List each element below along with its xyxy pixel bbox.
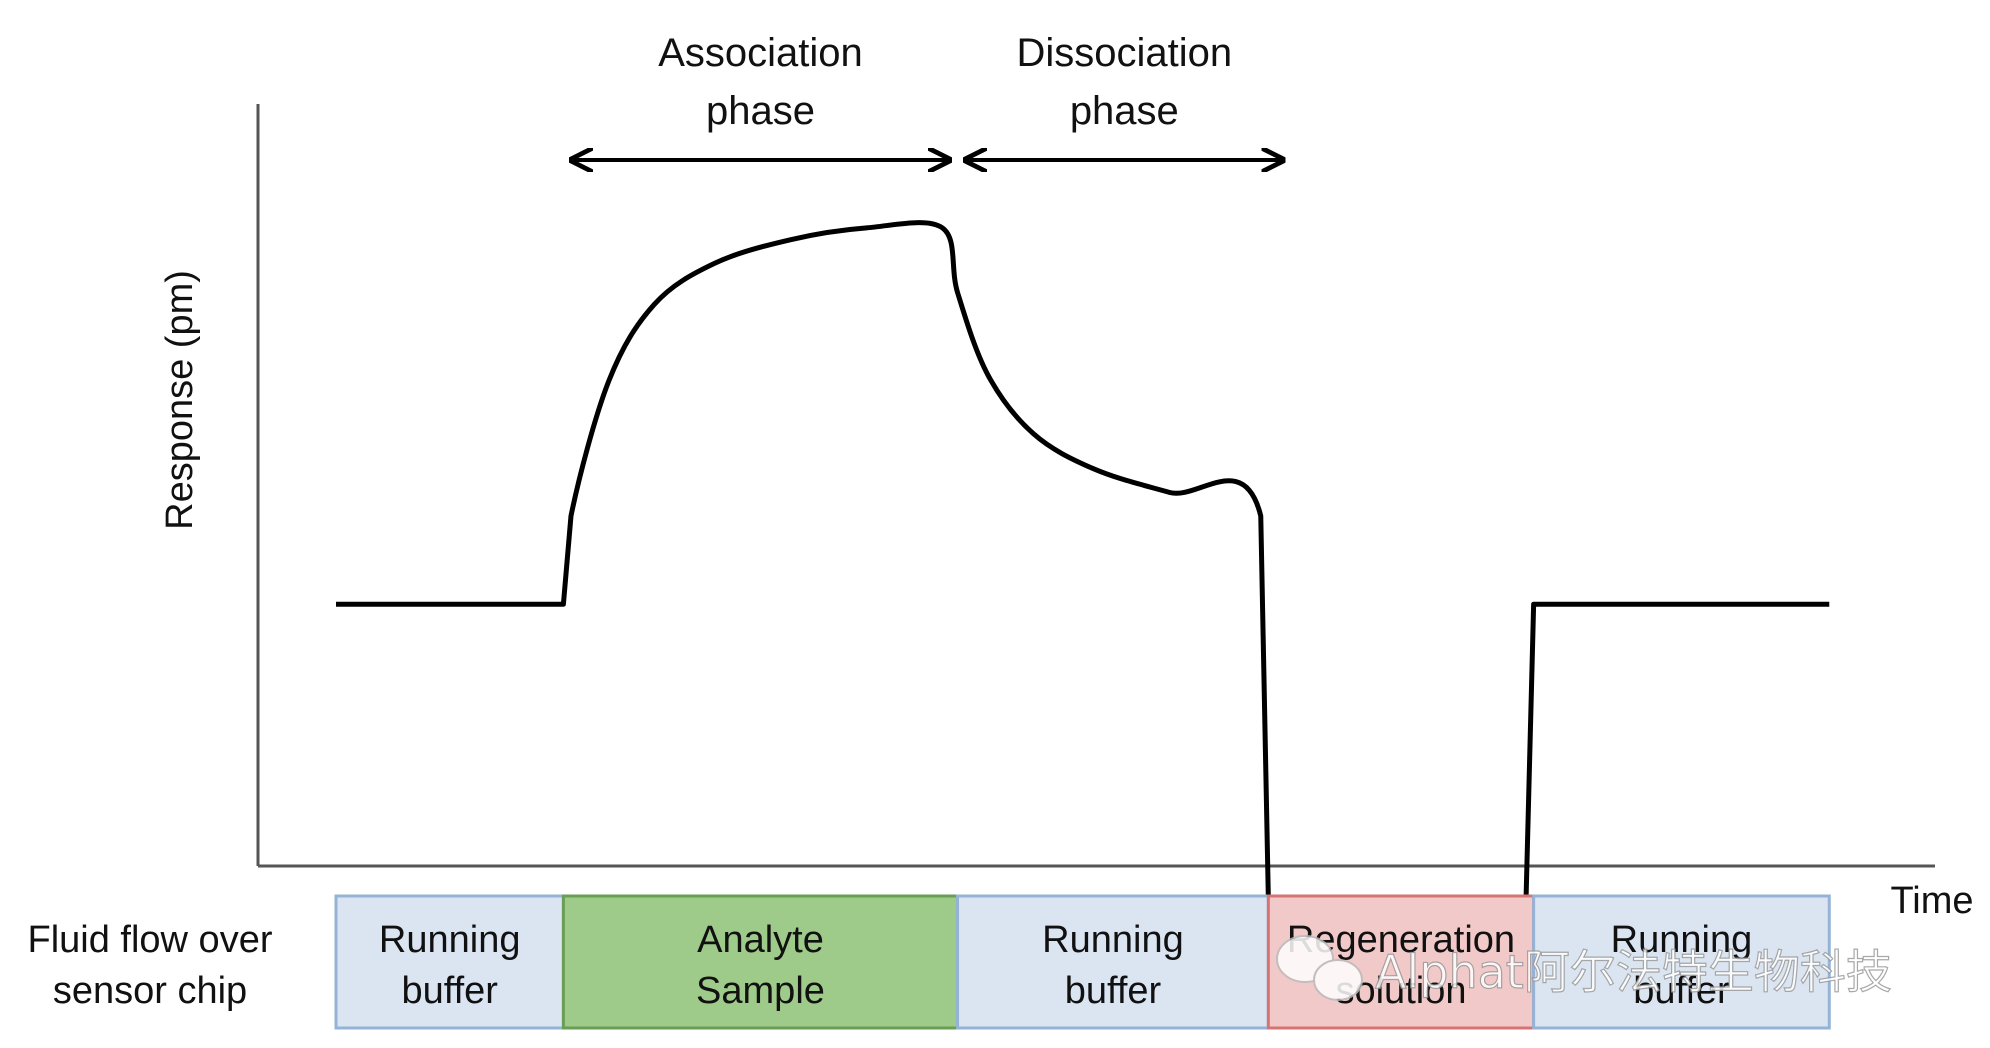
flow-segment-label-line2: buffer bbox=[1633, 970, 1730, 1012]
flow-segment-label-line1: Running bbox=[379, 919, 521, 961]
flow-segment-label-line1: Running bbox=[1611, 919, 1753, 961]
phase-label-line1: Dissociation bbox=[1016, 31, 1232, 75]
y-axis-label: Response (pm) bbox=[159, 270, 201, 530]
flow-segment-label-line2: buffer bbox=[1065, 970, 1162, 1012]
phase-label-line2: phase bbox=[1070, 89, 1179, 133]
flow-segment-label-line1: Analyte bbox=[697, 919, 824, 961]
flow-segment-label-line2: Sample bbox=[696, 970, 825, 1012]
wechat-logo-icon bbox=[1276, 935, 1363, 1001]
flow-label-line1: Fluid flow over bbox=[28, 919, 273, 961]
watermark: Alphat阿尔法特生物科技 bbox=[1276, 935, 1892, 1001]
flow-segment-label-line1: Running bbox=[1042, 919, 1184, 961]
flow-segment bbox=[561, 894, 960, 1030]
response-curve bbox=[336, 220, 1830, 901]
x-axis-label: Time bbox=[1890, 880, 1973, 922]
flow-segment bbox=[1532, 894, 1831, 1030]
flow-segment-label-line2: buffer bbox=[401, 970, 498, 1012]
watermark-text: Alphat阿尔法特生物科技 bbox=[1375, 945, 1892, 999]
phase-label-line2: phase bbox=[706, 89, 815, 133]
phase-annotations: Association phase Dissociation phase bbox=[571, 31, 1283, 160]
flow-segment bbox=[334, 894, 565, 1030]
phase-label-line1: Association bbox=[658, 31, 863, 75]
flow-segment bbox=[956, 894, 1270, 1030]
flow-label-line2: sensor chip bbox=[53, 970, 247, 1012]
